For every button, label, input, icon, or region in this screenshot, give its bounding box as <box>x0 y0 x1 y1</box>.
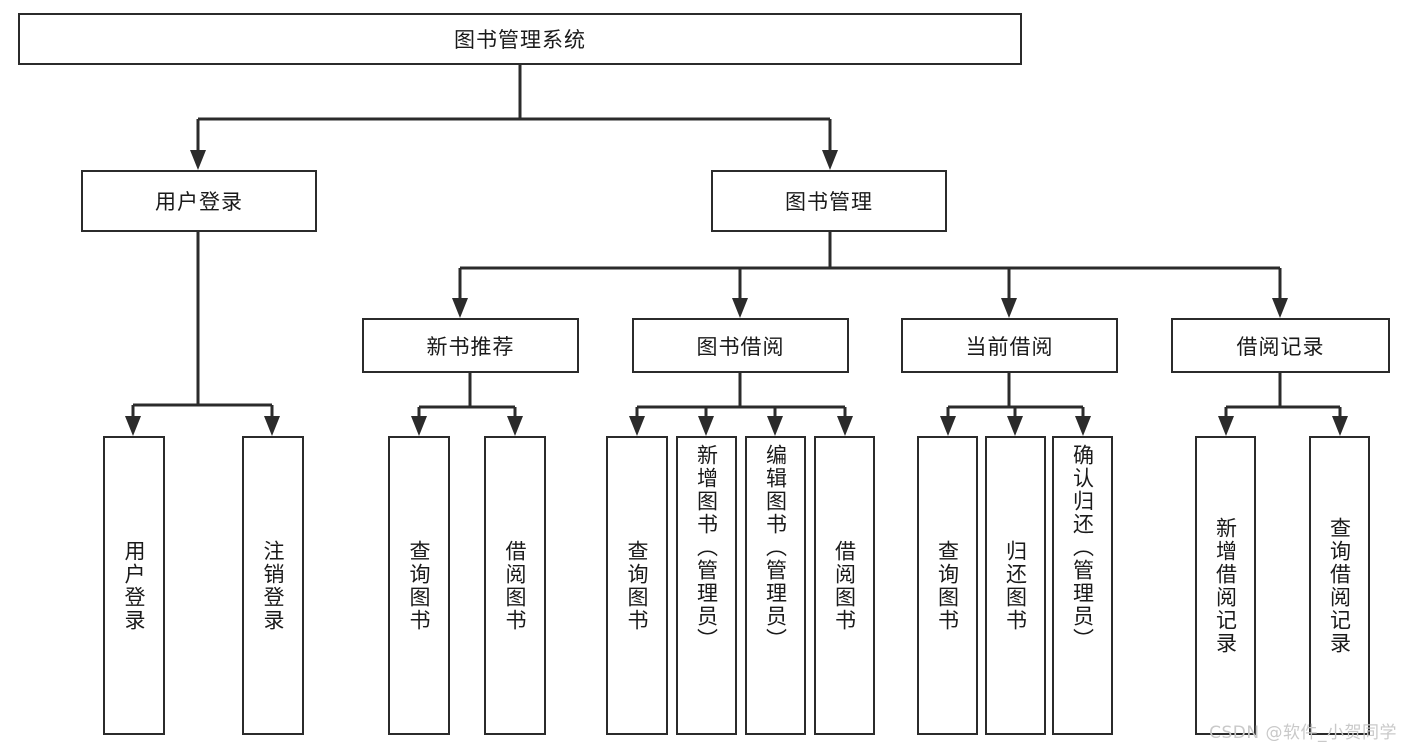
node-leaf-borrow-book-1[interactable]: 借阅图书 <box>484 436 546 735</box>
node-label: 注销登录 <box>261 539 286 632</box>
node-label: 图书借阅 <box>696 334 785 359</box>
node-leaf-query-book-2[interactable]: 查询图书 <box>606 436 668 735</box>
node-leaf-add-borrow-record[interactable]: 新增借阅记录 <box>1195 436 1256 735</box>
node-label: 图书管理系统 <box>454 28 586 52</box>
node-leaf-add-book[interactable]: 新增图书（管理员） <box>676 436 737 735</box>
node-leaf-query-book-3[interactable]: 查询图书 <box>917 436 978 735</box>
node-leaf-edit-book[interactable]: 编辑图书（管理员） <box>745 436 806 735</box>
node-label: 新增借阅记录 <box>1213 516 1238 655</box>
node-new-book-recommend[interactable]: 新书推荐 <box>362 318 579 373</box>
node-root-title[interactable]: 图书管理系统 <box>18 13 1022 65</box>
node-leaf-borrow-book-2[interactable]: 借阅图书 <box>814 436 875 735</box>
node-label: 查询图书 <box>935 539 960 632</box>
node-label: 确认归还（管理员） <box>1070 444 1095 651</box>
node-leaf-user-login[interactable]: 用户登录 <box>103 436 165 735</box>
node-label: 查询借阅记录 <box>1327 516 1352 655</box>
node-label: 借阅图书 <box>503 539 528 632</box>
node-book-management[interactable]: 图书管理 <box>711 170 947 232</box>
node-label: 用户登录 <box>155 190 243 214</box>
node-leaf-return-book[interactable]: 归还图书 <box>985 436 1046 735</box>
node-borrow-record[interactable]: 借阅记录 <box>1171 318 1390 373</box>
node-label: 用户登录 <box>122 539 147 632</box>
node-leaf-logout[interactable]: 注销登录 <box>242 436 304 735</box>
node-label: 图书管理 <box>785 190 873 214</box>
node-user-login[interactable]: 用户登录 <box>81 170 317 232</box>
node-label: 借阅记录 <box>1236 334 1325 359</box>
node-label: 查询图书 <box>407 539 432 632</box>
node-leaf-confirm-return[interactable]: 确认归还（管理员） <box>1052 436 1113 735</box>
node-label: 归还图书 <box>1003 539 1028 632</box>
node-label: 编辑图书（管理员） <box>763 444 788 651</box>
node-label: 借阅图书 <box>832 539 857 632</box>
node-label: 新书推荐 <box>426 334 515 359</box>
node-leaf-query-book-1[interactable]: 查询图书 <box>388 436 450 735</box>
csdn-watermark: CSDN @软件_小贺同学 <box>1209 723 1397 743</box>
node-label: 当前借阅 <box>965 334 1054 359</box>
node-book-borrow[interactable]: 图书借阅 <box>632 318 849 373</box>
node-leaf-query-borrow-record[interactable]: 查询借阅记录 <box>1309 436 1370 735</box>
node-current-borrow[interactable]: 当前借阅 <box>901 318 1118 373</box>
node-label: 新增图书（管理员） <box>694 444 719 651</box>
node-label: 查询图书 <box>625 539 650 632</box>
